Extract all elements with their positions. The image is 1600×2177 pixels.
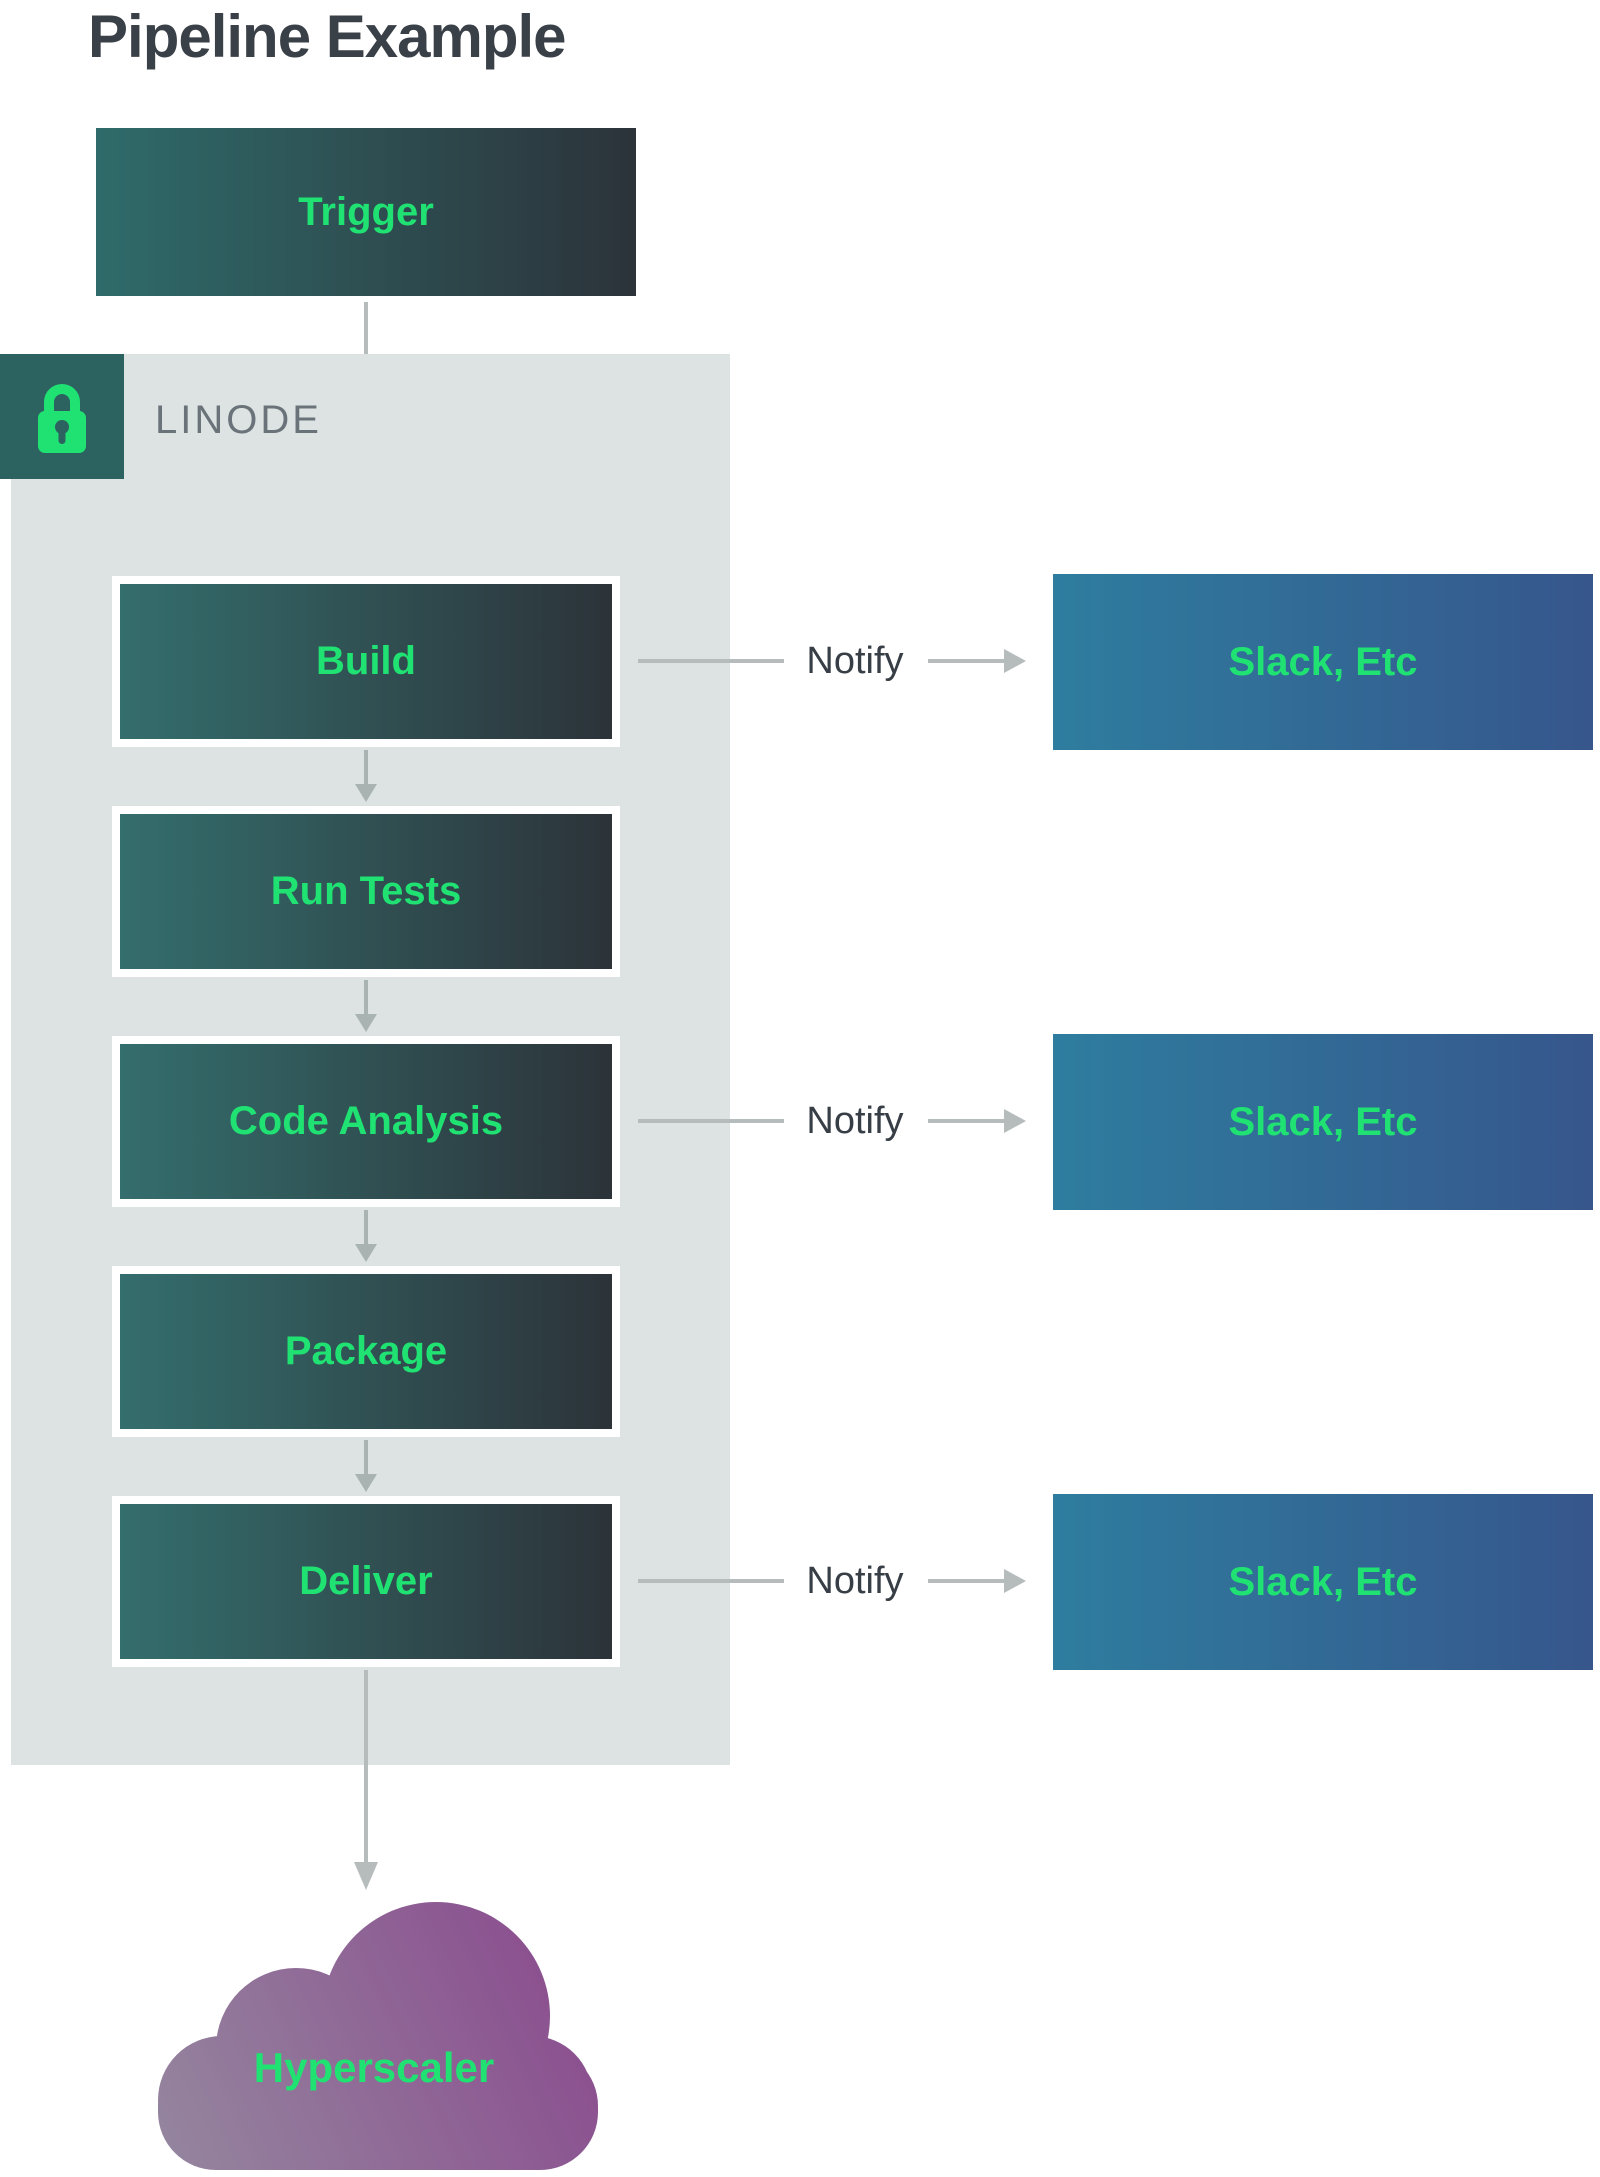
stage-label: Run Tests [270, 869, 462, 913]
arrow-down-icon [355, 1440, 377, 1492]
stage-box-deliver: Deliver [112, 1496, 620, 1667]
notify-target-label: Slack, Etc [1228, 639, 1418, 684]
notify-target-box: Slack, Etc [1053, 574, 1593, 750]
trigger-label: Trigger [298, 189, 434, 234]
arrow-down-icon [354, 1670, 378, 1890]
notify-label: Notify [806, 1100, 904, 1142]
arrow-right-icon [928, 1109, 1026, 1133]
notify-label: Notify [806, 1560, 904, 1602]
stage-label: Deliver [299, 1559, 433, 1603]
lock-badge [0, 354, 124, 479]
trigger-box: Trigger [96, 128, 636, 296]
stage-box-run-tests: Run Tests [112, 806, 620, 977]
stage-box-package: Package [112, 1266, 620, 1437]
arrow-right-icon [928, 649, 1026, 673]
lock-icon [38, 383, 86, 453]
notify-connector-line [638, 659, 784, 663]
notify-target-box: Slack, Etc [1053, 1494, 1593, 1670]
stage-label: Package [284, 1329, 448, 1373]
notify-connector-line [638, 1119, 784, 1123]
linode-panel-label: LINODE [155, 398, 322, 442]
arrow-right-icon [928, 1569, 1026, 1593]
stage-label: Build [316, 639, 416, 683]
notify-connector-line [638, 1579, 784, 1583]
arrow-down-icon [355, 980, 377, 1032]
notify-target-label: Slack, Etc [1228, 1099, 1418, 1144]
stage-label: Code Analysis [228, 1099, 504, 1143]
page-title: Pipeline Example [88, 3, 567, 70]
stage-box-build: Build [112, 576, 620, 747]
arrow-down-icon [355, 750, 377, 802]
arrow-down-icon [355, 1210, 377, 1262]
notify-target-label: Slack, Etc [1228, 1559, 1418, 1604]
notify-target-box: Slack, Etc [1053, 1034, 1593, 1210]
notify-label: Notify [806, 640, 904, 682]
cloud-icon [158, 1902, 598, 2170]
cloud-label: Hyperscaler [253, 2044, 495, 2091]
stage-box-code-analysis: Code Analysis [112, 1036, 620, 1207]
